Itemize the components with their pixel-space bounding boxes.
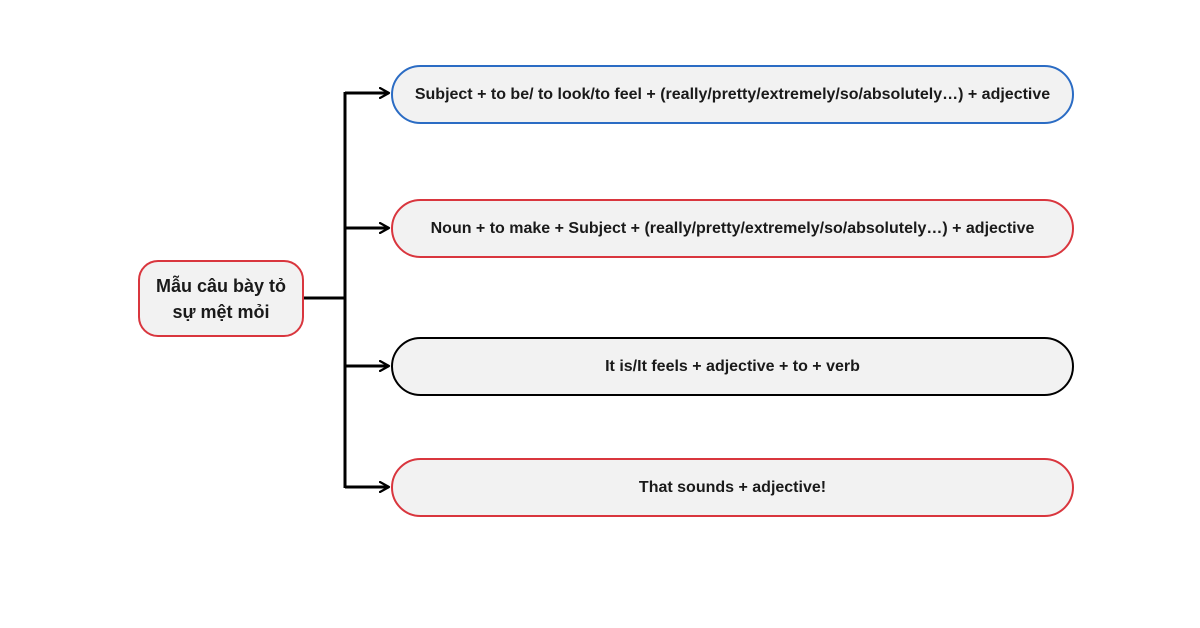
- branch-label-2: Noun + to make + Subject + (really/prett…: [430, 219, 1035, 237]
- branch-node-1: Subject + to be/ to look/to feel + (real…: [391, 65, 1074, 124]
- branch-node-4: That sounds + adjective!: [391, 458, 1074, 517]
- branch-label-3: It is/It feels + adjective + to + verb: [605, 357, 860, 375]
- branch-label-4: That sounds + adjective!: [638, 478, 827, 496]
- branch-node-2: Noun + to make + Subject + (really/prett…: [391, 199, 1074, 258]
- branch-label-1: Subject + to be/ to look/to feel + (real…: [414, 85, 1051, 103]
- root-node-text: Mẫu câu bày tỏ sự mệt mỏi: [156, 273, 286, 325]
- root-label-line1: Mẫu câu bày tỏ: [155, 275, 287, 296]
- root-label-line2: sự mệt mỏi: [172, 301, 270, 322]
- root-node: Mẫu câu bày tỏ sự mệt mỏi: [138, 260, 304, 337]
- branch-node-3: It is/It feels + adjective + to + verb: [391, 337, 1074, 396]
